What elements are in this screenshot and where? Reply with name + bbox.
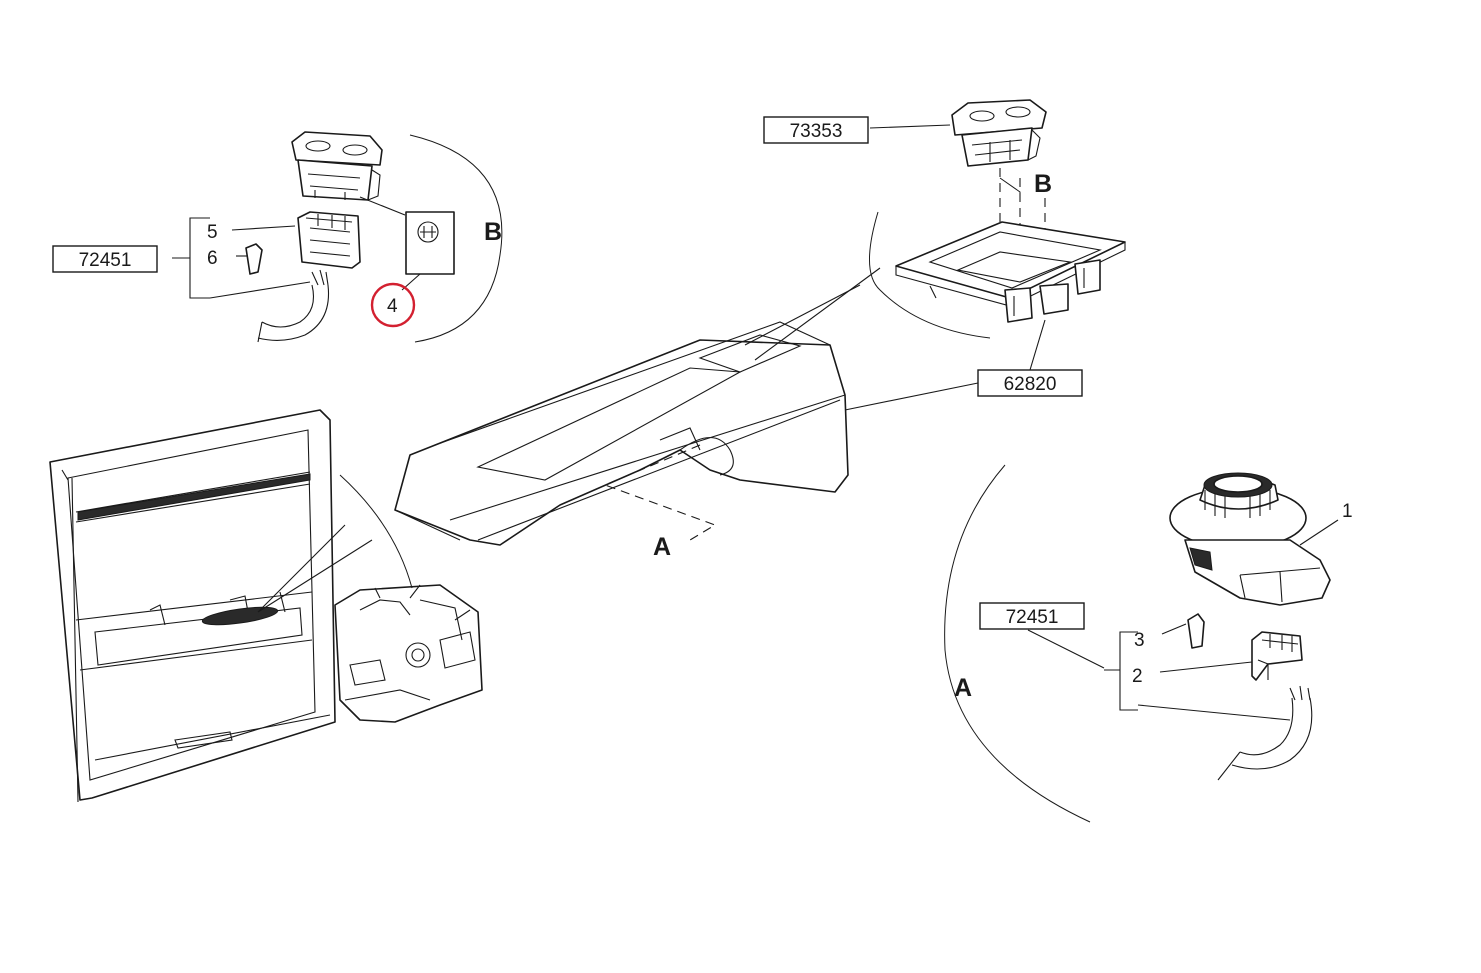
cable-component	[257, 269, 330, 343]
detail-view-b-right	[869, 99, 1126, 371]
item-number-2: 2	[1132, 666, 1143, 687]
connector-component	[1251, 631, 1303, 681]
view-label-b-right: B	[1034, 170, 1052, 198]
item-number-4: 4	[387, 296, 398, 317]
detail-view-b-left	[172, 131, 503, 343]
terminal-component	[245, 243, 263, 275]
dashboard-component	[334, 584, 483, 723]
detail-arc	[339, 474, 413, 589]
svg-text:72451: 72451	[79, 250, 132, 271]
item-number-1: 1	[1342, 501, 1353, 522]
item-number-6: 6	[207, 248, 218, 269]
detail-arc	[409, 134, 503, 343]
svg-text:62820: 62820	[1004, 374, 1057, 395]
part-code-switch-top-right: 73353	[763, 116, 869, 144]
svg-text:72451: 72451	[1006, 607, 1059, 628]
window-switch-component	[291, 131, 406, 216]
view-label-a-console: A	[653, 533, 671, 561]
svg-text:73353: 73353	[790, 121, 843, 142]
cable-component	[1217, 685, 1313, 781]
leader-lines	[257, 524, 373, 613]
symbol-plate-component	[405, 211, 455, 275]
view-label-b-left: B	[484, 218, 502, 246]
terminal-component	[1187, 613, 1205, 649]
center-console-component	[394, 267, 979, 546]
window-switch-component	[951, 99, 1047, 167]
rotary-switch-component	[1169, 472, 1331, 606]
view-label-a-right: A	[954, 674, 972, 702]
bezel-frame-component	[895, 221, 1126, 323]
detail-arc	[869, 211, 991, 339]
item-number-3: 3	[1134, 630, 1145, 651]
detail-view-a-right	[944, 464, 1339, 823]
part-code-console-bracket: 62820	[977, 369, 1083, 397]
door-panel-component	[49, 409, 336, 803]
part-code-harness-bottom-right: 72451	[979, 602, 1085, 630]
connector-component	[297, 211, 361, 269]
bracket	[1104, 631, 1138, 711]
bracket	[172, 217, 210, 299]
item-number-5: 5	[207, 222, 218, 243]
highlight-circle	[370, 282, 416, 328]
view-a-pointer	[603, 444, 717, 541]
part-code-harness-top-left: 72451	[52, 245, 158, 273]
detail-arc	[944, 464, 1091, 823]
